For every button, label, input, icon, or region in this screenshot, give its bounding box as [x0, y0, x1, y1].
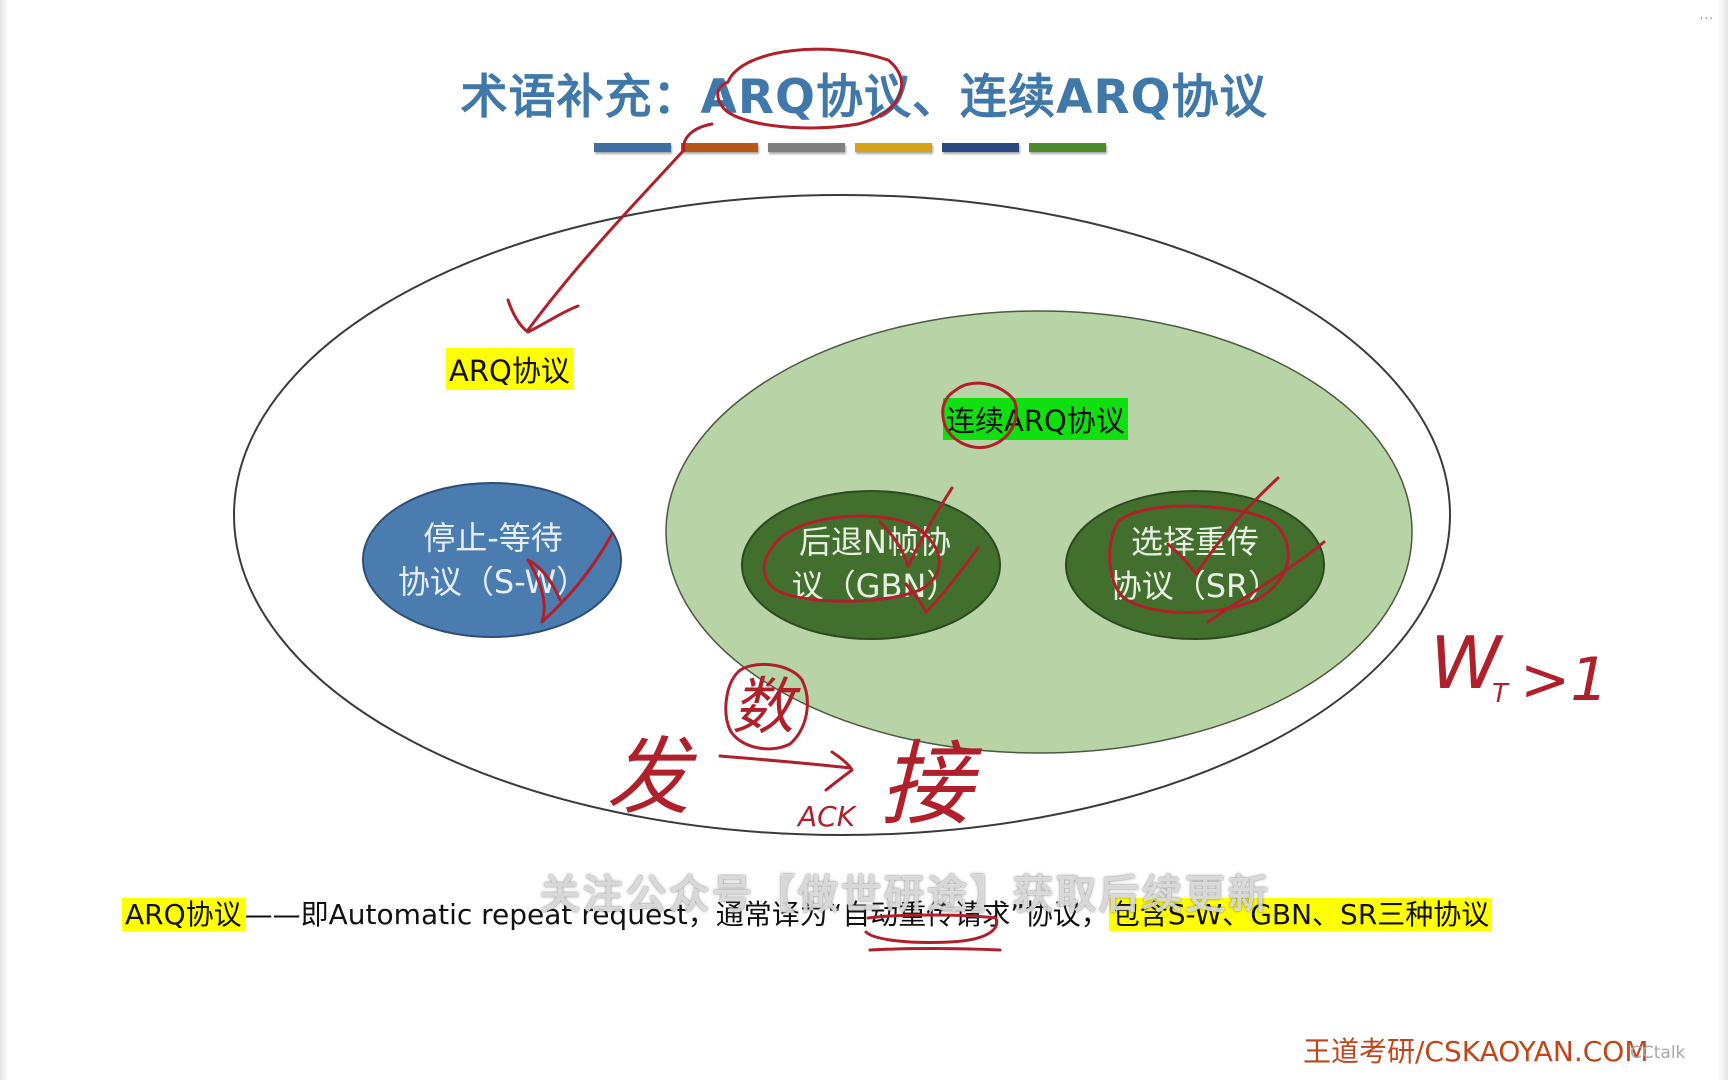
subscribe-watermark: 关注公众号【做世研途】获取后续更新 — [540, 872, 1271, 918]
continuous-arq-label: 连续ARQ协议 — [943, 398, 1128, 440]
title-bar — [855, 143, 932, 152]
continuous-arq-oval — [665, 310, 1413, 754]
definition-includes: 包含S-W、GBN、SR三种协议 — [1108, 898, 1493, 931]
player-logo: CCtalk — [1630, 1043, 1686, 1063]
sw-line-2: 协议（S-W） — [397, 563, 589, 601]
title-bar — [1029, 143, 1106, 152]
title-bar — [681, 143, 758, 152]
corner-mark: ... — [1699, 8, 1714, 22]
title-bar — [768, 143, 845, 152]
sr-line-1: 选择重传 — [1130, 523, 1259, 561]
arq-protocol-label: ARQ协议 — [446, 348, 573, 390]
gbn-line-2: 议（GBN） — [791, 567, 959, 605]
definition-sentence: ARQ协议——即Automatic repeat request，通常译为“自动… — [122, 893, 1493, 933]
title-bar — [942, 143, 1019, 152]
right-edge-shadow — [1718, 0, 1728, 1080]
definition-term: ARQ协议 — [122, 898, 245, 931]
sw-oval-text: 停止-等待 协议（S-W） — [368, 516, 618, 604]
gbn-oval-text: 后退N帧协 议（GBN） — [760, 520, 990, 608]
left-edge-shadow — [0, 0, 8, 1080]
gbn-line-1: 后退N帧协 — [799, 523, 951, 561]
sw-line-1: 停止-等待 — [423, 519, 563, 557]
sr-line-2: 协议（SR） — [1109, 567, 1281, 605]
sr-oval-text: 选择重传 协议（SR） — [1080, 520, 1310, 608]
footer-brand: 王道考研/CSKAOYAN.COM — [1303, 1035, 1649, 1068]
